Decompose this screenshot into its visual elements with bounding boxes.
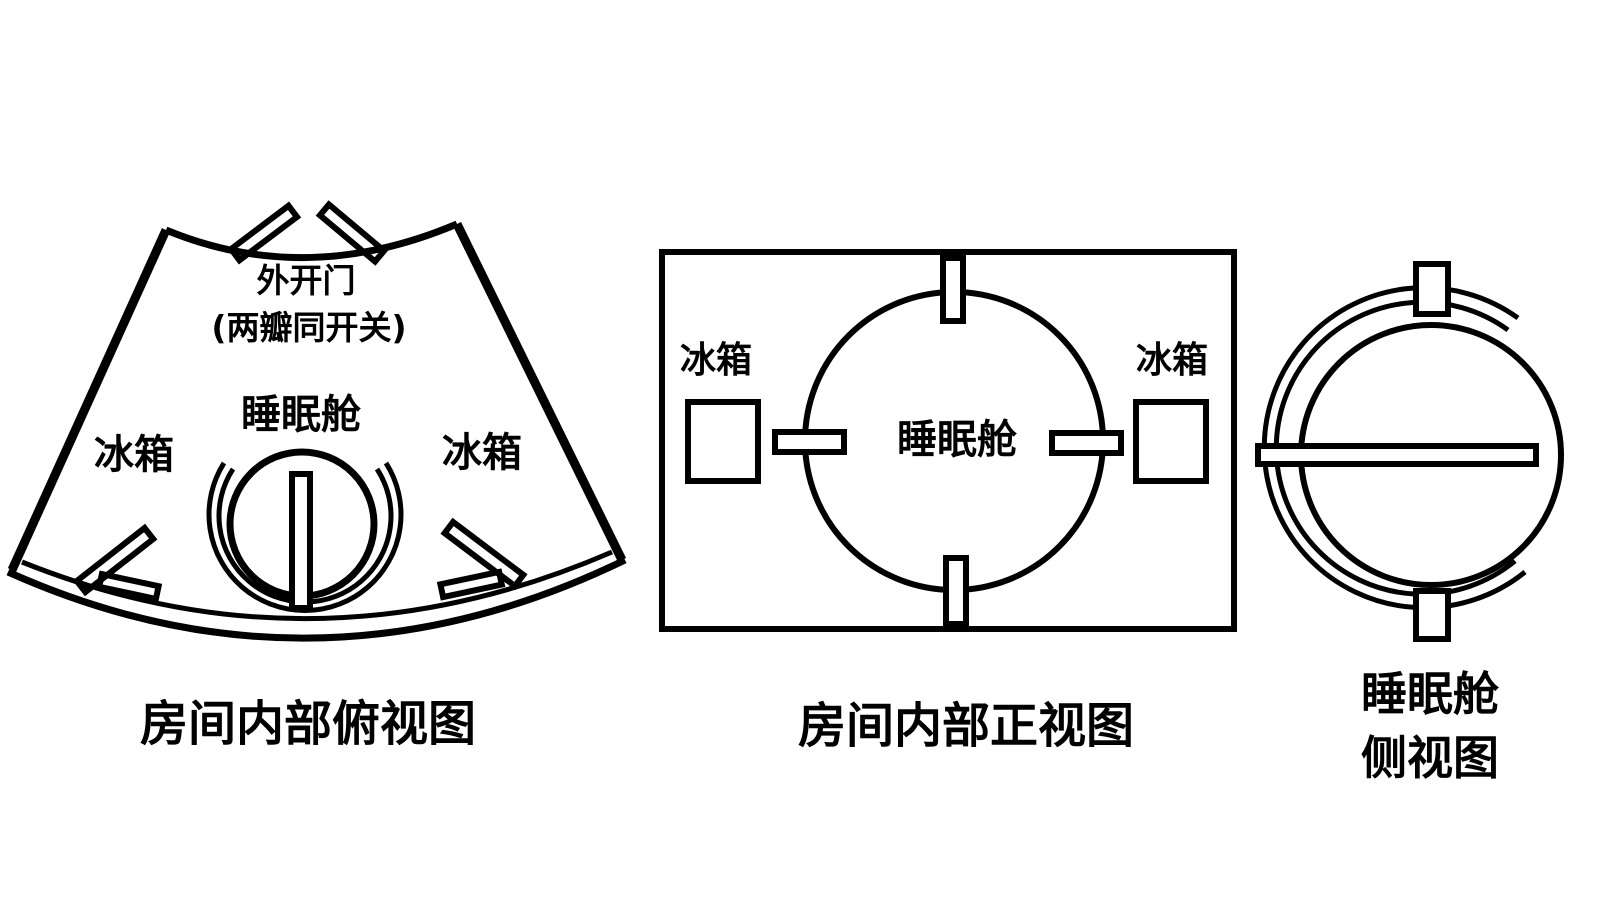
side-view-caption-line2: 侧视图 [1361, 731, 1499, 785]
front-view-caption: 房间内部正视图 [798, 698, 1134, 754]
top-view-caption: 房间内部俯视图 [140, 696, 476, 752]
door-leaf-left [226, 201, 302, 265]
front-room-outline [659, 249, 1237, 632]
side-view [1255, 261, 1564, 642]
door-label: 外开门 [257, 261, 356, 300]
top-view-top-wall [164, 220, 459, 261]
top-view-bottom-wall-outer [6, 556, 627, 642]
side-pod-bar-horizontal [1255, 443, 1539, 467]
side-pod-bar-bottom [1413, 588, 1451, 642]
front-fridge-right-box [1133, 399, 1209, 484]
front-fridge-left-label: 冰箱 [680, 340, 752, 381]
side-pod-bar-top [1413, 261, 1451, 317]
top-view-right-wall [452, 222, 627, 562]
fridge-right-door-a [440, 517, 528, 591]
top-pod-bar [289, 471, 313, 611]
door-note: (两瓣同开关) [211, 308, 406, 347]
front-view [659, 249, 1237, 632]
fridge-right-door-b [436, 568, 506, 601]
side-view-caption-line1: 睡眠舱 [1361, 667, 1499, 721]
front-pod-bar-right [1049, 430, 1124, 456]
front-pod-bar-top [940, 255, 966, 324]
front-pod-bar-left [772, 429, 847, 455]
door-leaf-right [315, 200, 389, 266]
top-pod-label: 睡眠舱 [241, 392, 361, 438]
front-fridge-left-box [685, 399, 761, 484]
top-fridge-right-label: 冰箱 [442, 430, 522, 476]
top-view-left-wall [7, 228, 171, 572]
front-fridge-right-label: 冰箱 [1136, 340, 1208, 381]
front-pod-bar-bottom [943, 555, 969, 627]
top-view [6, 200, 627, 642]
fridge-left-door-b [95, 570, 163, 603]
fridge-left-door-a [72, 523, 158, 597]
top-fridge-left-label: 冰箱 [94, 432, 174, 478]
front-pod-label: 睡眠舱 [897, 417, 1017, 463]
